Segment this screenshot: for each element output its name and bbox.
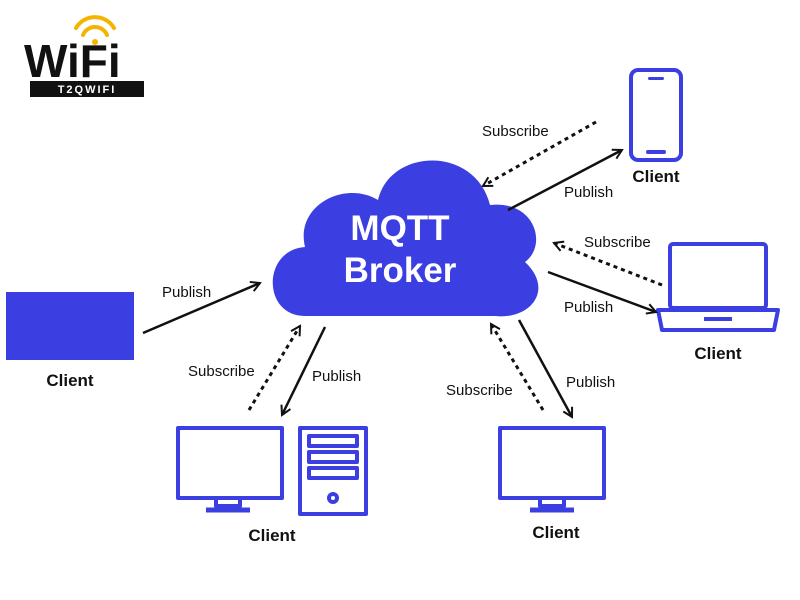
laptop-icon [656, 242, 780, 332]
broker-cloud: MQTT Broker [272, 160, 539, 317]
logo-main-text: WiFi [24, 35, 121, 87]
phone-subscribe-arrow [483, 120, 597, 188]
monitor-subscribe-label: Subscribe [446, 382, 513, 399]
smartphone-icon [629, 68, 683, 162]
desktop-monitor-icon [176, 426, 284, 513]
rectangle-device [6, 292, 134, 360]
monitor-publish-label: Publish [566, 374, 615, 391]
phone-publish-arrow [507, 150, 622, 212]
laptop-subscribe-arrow [554, 243, 663, 287]
server-tower-icon [298, 426, 368, 516]
desktop-subscribe-arrow [247, 326, 302, 411]
phone-client: Client [629, 68, 683, 186]
desktop-subscribe-label: Subscribe [188, 363, 255, 380]
laptop-client: Client [656, 242, 780, 363]
left-publish-arrow [142, 283, 260, 335]
monitor-subscribe-arrow [489, 324, 545, 411]
left-publish-label: Publish [162, 284, 211, 301]
desktop-server-client-label: Client [248, 526, 296, 545]
cloud-shape [272, 160, 539, 317]
monitor-icon [498, 426, 606, 513]
arrows [142, 120, 663, 417]
laptop-subscribe-label: Subscribe [584, 234, 651, 251]
desktop-server-client: Client [176, 426, 368, 545]
desktop-publish-label: Publish [312, 368, 361, 385]
brand-logo: WiFi T2QWIFI [24, 15, 144, 97]
phone-subscribe-label: Subscribe [482, 123, 549, 140]
phone-client-label: Client [632, 167, 680, 186]
monitor-publish-arrow [517, 319, 574, 417]
monitor-client-label: Client [532, 523, 580, 542]
logo-sub-text: T2QWIFI [58, 84, 117, 96]
broker-line2: Broker [344, 251, 457, 290]
monitor-client: Client [498, 426, 606, 542]
left-client-label: Client [46, 371, 94, 390]
laptop-client-label: Client [694, 344, 742, 363]
laptop-publish-label: Publish [564, 299, 613, 316]
logo-band [30, 81, 144, 97]
left-client: Client [6, 292, 134, 390]
broker-line1: MQTT [350, 209, 449, 248]
laptop-publish-arrow [547, 270, 656, 312]
wifi-signal-icon [74, 15, 116, 45]
phone-publish-label: Publish [564, 184, 613, 201]
desktop-publish-arrow [282, 326, 327, 415]
